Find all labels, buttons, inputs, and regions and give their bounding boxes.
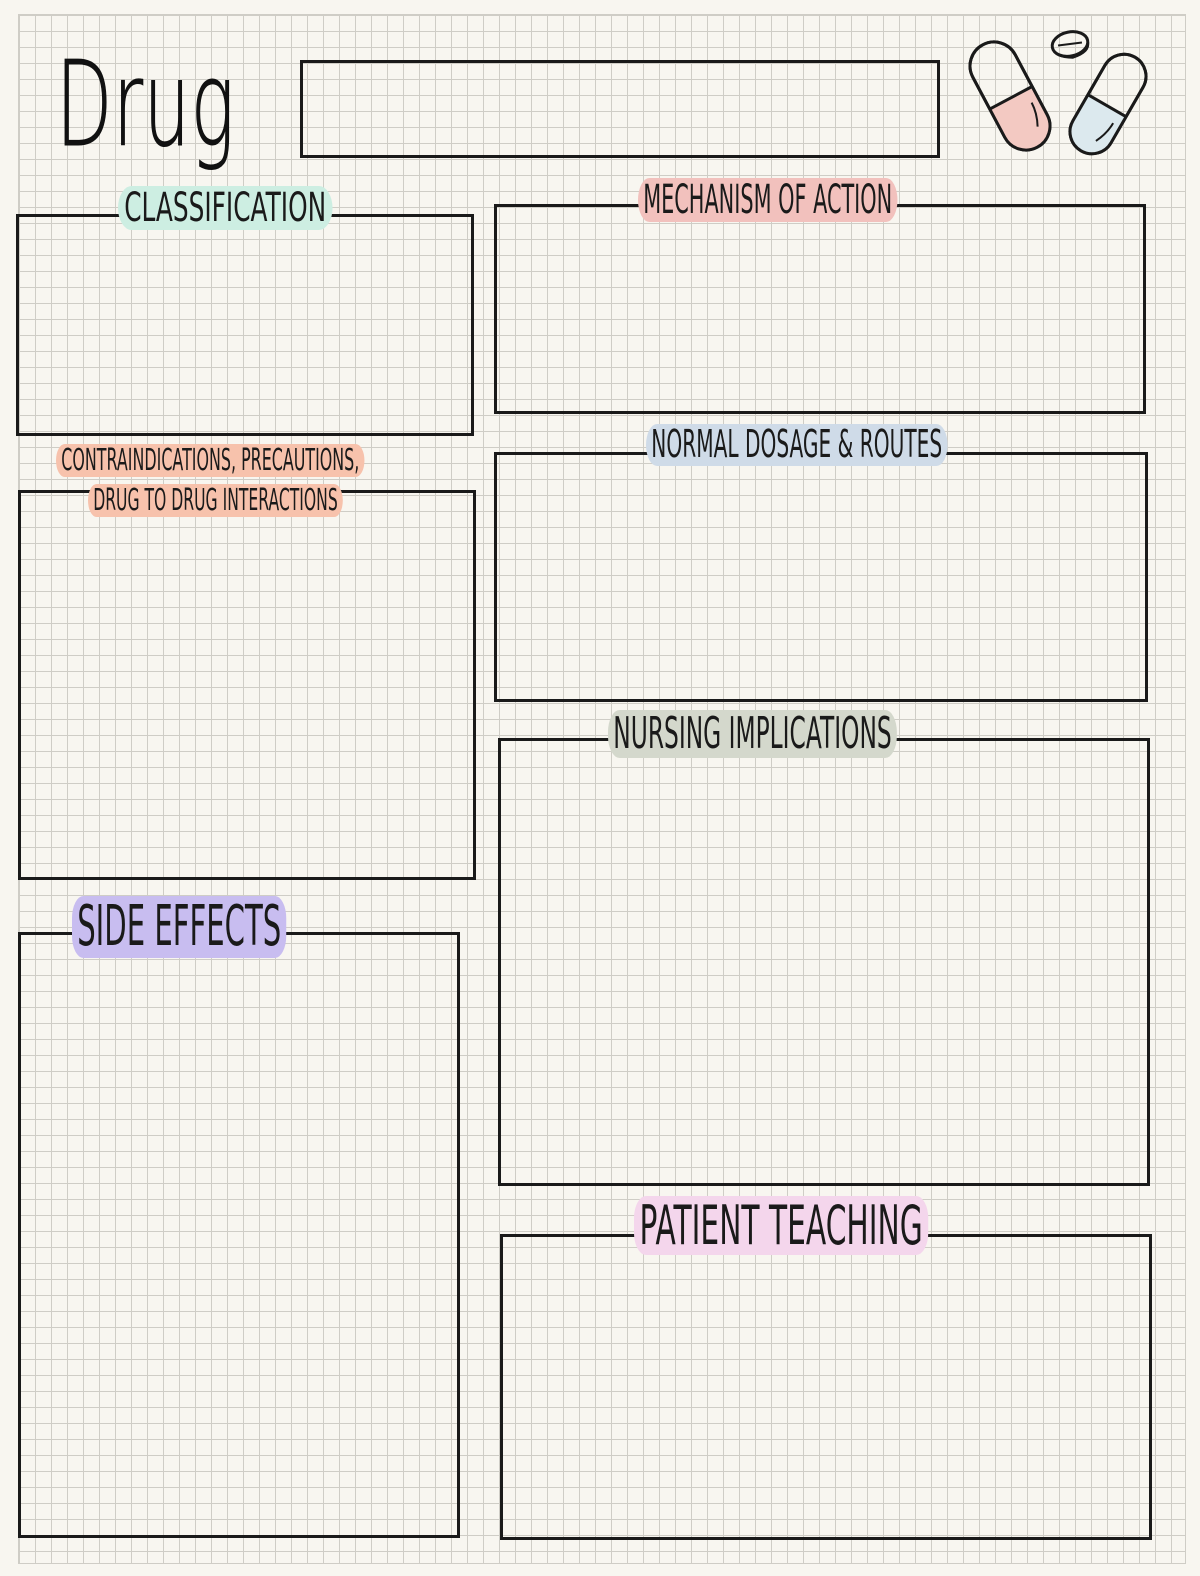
patient-teaching-label: Patient teaching: [639, 1194, 923, 1257]
patient-teaching-heading: Patient teaching: [634, 1194, 929, 1257]
drug-name-field[interactable]: [300, 60, 940, 158]
classification-box[interactable]: [16, 214, 474, 436]
graph-paper-grid: [18, 14, 1186, 1564]
dosage-box[interactable]: [494, 452, 1148, 702]
nursing-implications-box[interactable]: [498, 738, 1150, 1186]
nursing-implications-heading: Nursing implications: [608, 708, 898, 759]
contraindications-label-line2: Drug to drug interactions: [93, 483, 338, 518]
classification-heading: Classification: [118, 185, 333, 231]
page-title: Drug: [56, 35, 236, 174]
contraindications-heading-line1: Contraindications, precautions,: [56, 444, 365, 477]
patient-teaching-box[interactable]: [500, 1234, 1152, 1540]
side-effects-label: Side effects: [77, 894, 282, 959]
nursing-implications-label: Nursing implications: [613, 708, 892, 759]
pills-icon: [968, 30, 1148, 156]
side-effects-heading: Side effects: [72, 894, 287, 959]
side-effects-box[interactable]: [18, 932, 460, 1538]
dosage-heading: Normal Dosage & Routes: [646, 422, 948, 466]
dosage-label: Normal Dosage & Routes: [651, 422, 943, 466]
mechanism-label: Mechanism of action: [643, 177, 893, 223]
classification-label: Classification: [124, 185, 327, 231]
contraindications-label-line1: Contraindications, precautions,: [61, 443, 360, 478]
mechanism-heading: Mechanism of action: [638, 177, 898, 223]
contraindications-box[interactable]: [18, 490, 476, 880]
contraindications-heading-line2: Drug to drug interactions: [88, 484, 343, 517]
mechanism-box[interactable]: [494, 204, 1146, 414]
